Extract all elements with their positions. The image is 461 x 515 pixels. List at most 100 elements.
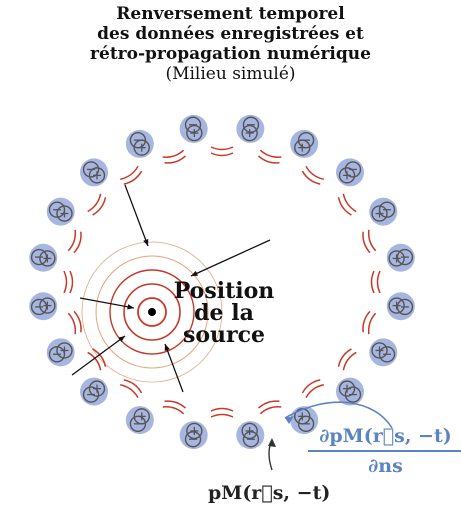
propagation-arrowhead [118,336,125,343]
wavefront-arc [259,406,282,415]
propagation-arrowhead [191,270,198,276]
transducer-circle [297,415,315,433]
wavefront-arc [92,348,107,367]
transducer-circle [56,342,73,359]
wavefront-arc [67,229,77,252]
wavefront-arc [120,384,139,399]
wavefront-arc [367,312,377,335]
wavefront-arc [210,152,234,157]
transducer-circle [378,201,396,218]
wavefront-arc [162,406,185,415]
sensor-blob [369,338,398,367]
sensor-blob [179,421,208,450]
wavefront-arc [63,270,68,294]
sensor-pair [80,377,109,406]
wavefront-arc [210,407,234,412]
wavefront-arc [67,312,77,335]
sensor-pair [335,377,364,406]
transducer-circle [39,250,56,267]
wavefront-arc [362,310,371,333]
wavefront-arc [210,413,234,418]
transducer-circle [388,297,405,314]
sensor-pair [179,114,208,143]
transducer-circle [184,116,202,133]
sensor-blob [80,158,109,187]
wave-circle [137,297,167,327]
transducer-circle [82,161,100,178]
normal-derivative-equation: ∂pM(r⃗s, −t) ∂ns [308,425,461,477]
source-wave-circles [81,241,223,383]
transducer-circle [30,248,48,266]
sensor-pair [179,421,208,450]
transducer-circle [371,342,388,359]
transducer-circle [186,124,203,142]
wavefront-arc [92,197,107,216]
source-label-line-1: Position [173,278,275,304]
emitted-wavefront-arcs [63,146,381,418]
title-line-3: rétro-propagation numérique [90,44,371,64]
wavefront-arc [337,348,352,367]
transducer-circle [388,250,405,267]
transducer-circle [82,386,100,403]
equation-denominator: ∂ns [368,455,403,477]
wavefront-arc [164,400,186,409]
transducer-circle [344,386,362,403]
sensor-blob [179,114,208,143]
transducer-circle [48,346,66,363]
sensor-pair [29,243,58,272]
sensor-pair [290,406,319,435]
propagation-arrowhead [164,344,170,351]
wavefront-arc [342,351,357,371]
sensor-ring [29,114,415,450]
sensor-blob [386,243,415,272]
wavefront-arc [301,379,321,394]
transducer-circle [39,297,56,314]
propagation-arrowhead [127,304,134,310]
transducer-circle [242,116,260,133]
sensor-blob [290,129,319,158]
propagation-arrow [164,343,184,393]
sensor-pair [29,292,58,321]
sensor-pair [369,338,398,367]
wavefront-arc [210,146,234,151]
blue-annotation-arrow [284,401,393,429]
sensor-blob [335,158,364,187]
transducer-circle [56,205,73,222]
transducer-circle [371,205,388,222]
title-subtitle: (Milieu simulé) [165,64,296,84]
wavefront-arc [123,379,143,394]
source-position-label: Position de la source [165,280,283,346]
wavefront-arc [162,149,185,158]
wavefront-arc [362,231,371,254]
transducer-circle [88,167,106,184]
sensor-pair [46,197,75,226]
blue-arrowhead [285,416,294,424]
sensor-pair [80,158,109,187]
wavefront-arc [69,270,74,294]
transducer-circle [396,298,414,316]
source-label-line-2: de la [194,300,254,326]
sensor-pair [369,197,398,226]
wave-circle [109,269,195,355]
sensor-blob [46,338,75,367]
wavefront-arc [301,170,321,185]
wavefront-arc [367,229,377,252]
transducer-circle [30,298,48,316]
sensor-blob [29,292,58,321]
transducer-circle [338,167,356,184]
transducer-circle [129,415,147,433]
diagram-title: Renversement temporel des données enregi… [0,4,461,84]
sensor-blob [335,377,364,406]
wavefront-arc [305,384,324,399]
sensor-blob [125,129,154,158]
source-point [148,308,156,316]
wave-circle [95,255,209,369]
transducer-circle [129,131,147,149]
propagation-arrow [79,297,135,309]
transducer-circle [378,346,396,363]
sensor-pair [236,421,265,450]
equation-numerator: ∂pM(r⃗s, −t) [308,425,461,452]
sensor-blob [46,197,75,226]
sensor-blob [236,114,265,143]
